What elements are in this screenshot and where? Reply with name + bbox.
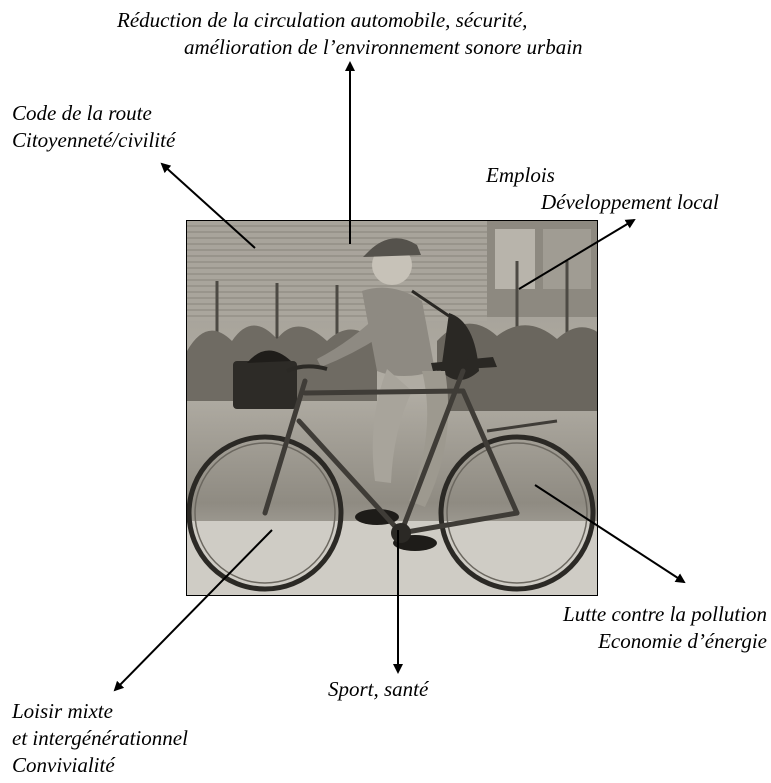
cyclist-illustration bbox=[187, 221, 597, 595]
cyclist-photo bbox=[186, 220, 598, 596]
arrow-topright bbox=[518, 218, 636, 290]
label-bottomleft-line3: Convivialité bbox=[12, 753, 115, 777]
label-right-line2: Economie d’énergie bbox=[598, 629, 767, 653]
label-right-line1: Lutte contre la pollution bbox=[563, 602, 767, 626]
arrow-right bbox=[534, 484, 686, 584]
label-bottomleft-line2: et intergénérationnel bbox=[12, 726, 188, 750]
label-top-line1: Réduction de la circulation automobile, … bbox=[117, 8, 528, 32]
label-topright-line2: Développement local bbox=[541, 190, 719, 214]
label-topright-line1: Emplois bbox=[486, 163, 555, 187]
label-topleft-line2: Citoyenneté/civilité bbox=[12, 128, 176, 152]
label-bottom: Sport, santé bbox=[328, 677, 429, 701]
label-bottomleft-line1: Loisir mixte bbox=[12, 699, 113, 723]
arrow-topleft bbox=[160, 162, 256, 249]
label-topleft-line1: Code de la route bbox=[12, 101, 152, 125]
arrow-bottomleft bbox=[113, 529, 273, 692]
label-top-line2: amélioration de l’environnement sonore u… bbox=[184, 35, 583, 59]
